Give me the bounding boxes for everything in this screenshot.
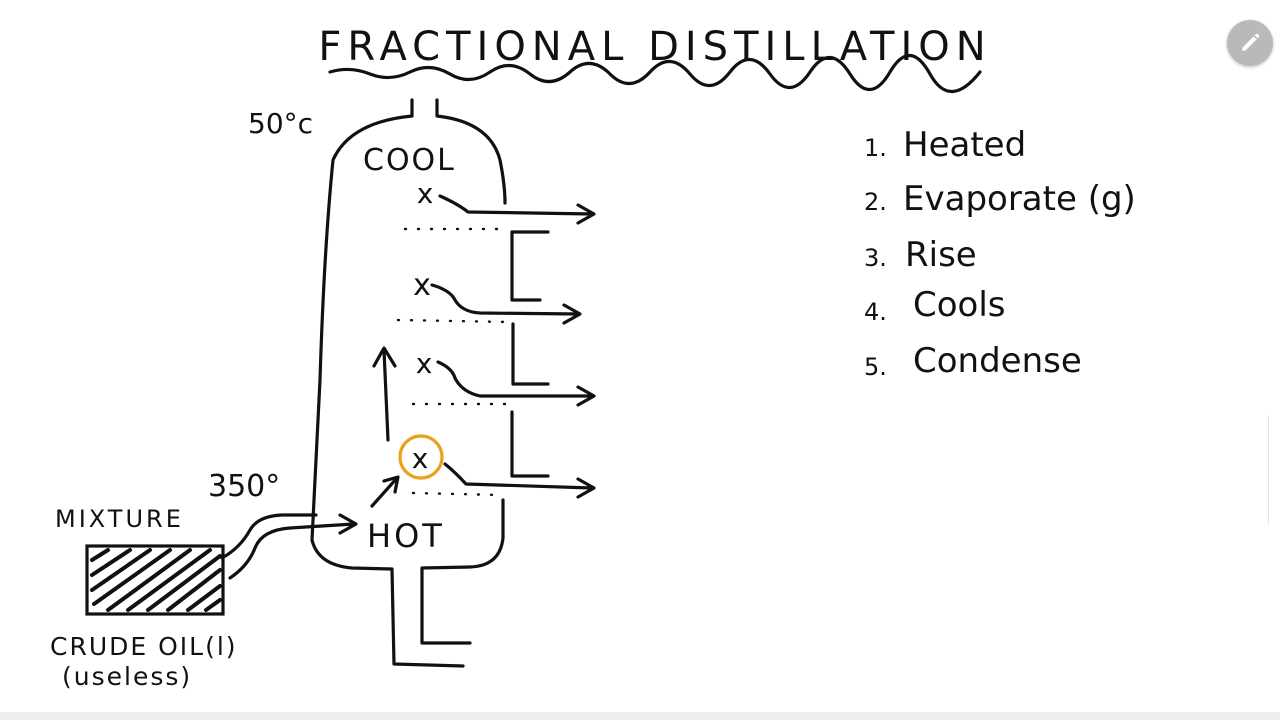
feed-pipe-arrow bbox=[220, 513, 358, 580]
step-number-5: 5. bbox=[864, 353, 887, 381]
hot-zone-label: HOT bbox=[367, 517, 445, 555]
step-number-4: 4. bbox=[864, 298, 887, 326]
crude-oil-label: CRUDE OIL(l) bbox=[50, 632, 238, 661]
fraction-mark-2: x bbox=[413, 268, 431, 303]
vapour-rise-arrows bbox=[370, 346, 400, 508]
pencil-icon bbox=[1242, 33, 1260, 51]
step-number-1: 1. bbox=[864, 134, 887, 162]
fraction-outlet-arrows bbox=[430, 194, 596, 499]
mixture-label: MIXTURE bbox=[55, 505, 184, 533]
fraction-mark-4: x bbox=[412, 442, 429, 475]
step-number-3: 3. bbox=[864, 244, 887, 272]
crude-oil-container bbox=[85, 544, 225, 616]
step-text-4: Cools bbox=[913, 285, 1006, 325]
step-text-1: Heated bbox=[903, 125, 1026, 165]
cool-zone-label: COOL bbox=[363, 143, 456, 178]
bottom-temperature-label: 350° bbox=[208, 469, 280, 504]
step-text-5: Condense bbox=[913, 341, 1082, 381]
highlight-circle bbox=[398, 434, 444, 480]
fraction-marks: x x x x bbox=[398, 177, 444, 480]
title-underline bbox=[328, 54, 982, 93]
column-trays bbox=[396, 227, 512, 497]
step-text-2: Evaporate (g) bbox=[903, 179, 1136, 219]
top-temperature-label: 50°c bbox=[248, 107, 313, 140]
process-steps-list: 1. Heated 2. Evaporate (g) 3. Rise 4. Co… bbox=[864, 125, 1136, 381]
fraction-mark-3: x bbox=[416, 347, 433, 380]
step-number-2: 2. bbox=[864, 188, 887, 216]
scroll-edge-indicator bbox=[1268, 415, 1273, 525]
useless-label: (useless) bbox=[62, 662, 192, 691]
edit-button[interactable] bbox=[1227, 20, 1273, 66]
page-title: FRACTIONAL DISTILLATION bbox=[318, 24, 991, 70]
fraction-mark-1: x bbox=[417, 177, 434, 210]
fractionating-column bbox=[310, 98, 550, 668]
bottom-bar bbox=[0, 712, 1280, 720]
step-text-3: Rise bbox=[905, 235, 977, 275]
